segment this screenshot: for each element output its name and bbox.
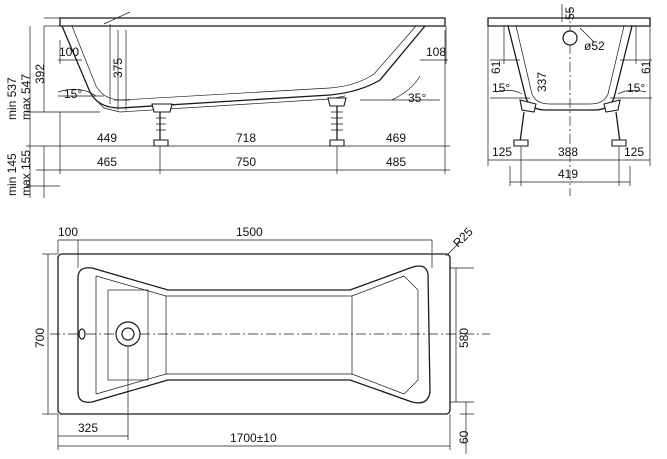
plan-overflow [78, 328, 86, 340]
dim-side-392: 392 [33, 64, 47, 84]
dim-leg-min145: min 145 [5, 153, 19, 196]
dim-side-750: 750 [236, 155, 256, 169]
dim-end-55: 55 [563, 6, 577, 20]
dim-side-469: 469 [386, 131, 406, 145]
dim-leg-max155: max 155 [19, 150, 33, 196]
plan-view: 100 1500 R25 700 580 325 1700±10 60 [33, 224, 490, 454]
end-left-leg [513, 99, 537, 147]
dim-end-61-left: 61 [489, 60, 503, 74]
dim-side-min537: min 537 [5, 77, 19, 120]
dim-plan-1700: 1700±10 [230, 431, 277, 445]
dim-side-449: 449 [97, 131, 117, 145]
dim-plan-580: 580 [457, 328, 471, 348]
dim-side-485: 485 [386, 155, 406, 169]
dim-plan-325: 325 [78, 421, 98, 435]
dim-side-375: 375 [111, 58, 125, 78]
angle-side-right: 35° [408, 91, 426, 105]
plan-drain-inner [121, 327, 135, 341]
plan-basin [77, 265, 431, 404]
dim-end-61-right: 61 [639, 60, 653, 74]
dim-plan-1500: 1500 [236, 225, 263, 239]
dim-end-125-right: 125 [624, 145, 644, 159]
side-rim [59, 17, 446, 27]
dim-plan-60: 60 [457, 430, 471, 444]
dim-end-drain: ø52 [584, 39, 605, 53]
dim-side-465: 465 [97, 155, 117, 169]
dim-plan-r25: R25 [450, 224, 476, 250]
angle-side-left: 15° [64, 87, 82, 101]
dim-side-100: 100 [59, 45, 79, 59]
side-view: 100 108 375 15° 35° min 537 max 547 392 … [5, 11, 450, 198]
dim-end-388: 388 [558, 145, 578, 159]
angle-end-left: 15° [492, 81, 510, 95]
end-right-leg [603, 99, 627, 147]
dim-end-419: 419 [558, 167, 578, 181]
side-right-leg [327, 97, 347, 147]
dim-side-max547: max 547 [19, 74, 33, 120]
dim-side-108: 108 [426, 45, 446, 59]
end-view: 55 ø52 61 61 337 15° 15° 125 388 125 419 [487, 4, 653, 196]
side-tub-outline [61, 25, 426, 109]
dim-plan-100: 100 [58, 225, 78, 239]
dim-end-125-left: 125 [492, 145, 512, 159]
angle-end-right: 15° [627, 81, 645, 95]
dim-side-718: 718 [236, 131, 256, 145]
side-left-leg [151, 103, 173, 147]
end-drain-circle [562, 30, 578, 46]
dim-plan-700: 700 [33, 328, 47, 348]
dim-end-337: 337 [535, 72, 549, 92]
